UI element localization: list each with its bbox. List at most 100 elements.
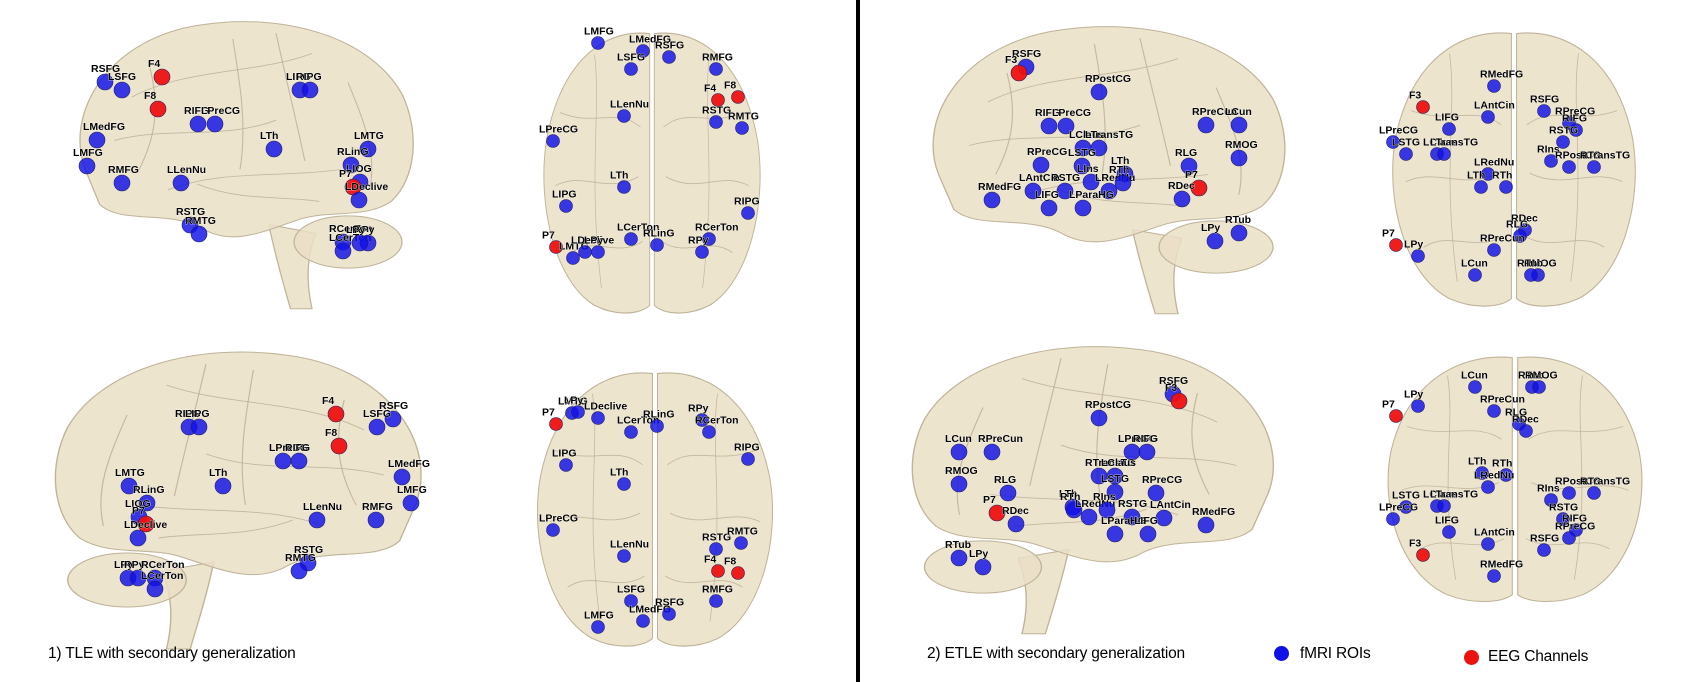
marker-label: RSFG bbox=[379, 400, 408, 412]
eeg-channel-dot-icon bbox=[1389, 409, 1403, 423]
marker-label: LIOG bbox=[125, 498, 151, 510]
sulcus-line bbox=[709, 393, 718, 622]
marker-label: LPy bbox=[584, 235, 603, 247]
marker-label: LLenNu bbox=[610, 99, 649, 111]
marker-label: LSFG bbox=[617, 584, 645, 596]
sulcus-line bbox=[1191, 392, 1210, 495]
marker-label: RSTG bbox=[1118, 498, 1147, 510]
eeg-channel-marker: F8 bbox=[325, 427, 348, 455]
marker-label: RPreCun bbox=[1480, 233, 1525, 245]
marker-label: LSTG bbox=[1392, 137, 1420, 149]
marker-label: RIFG bbox=[1133, 433, 1158, 445]
fmri-roi-dot-icon bbox=[1399, 500, 1413, 514]
fmri-roi-marker: RMedFG bbox=[1192, 506, 1235, 534]
fmri-roi-marker: LPy bbox=[564, 394, 585, 419]
fmri-roi-dot-icon bbox=[1106, 483, 1124, 501]
fmri-roi-marker: RMFG bbox=[702, 583, 733, 608]
fmri-roi-marker: RSFG bbox=[655, 596, 684, 621]
fmri-roi-dot-icon bbox=[1080, 508, 1098, 526]
marker-label: LSTG bbox=[1068, 147, 1096, 159]
fmri-roi-dot-icon bbox=[1147, 484, 1165, 502]
fmri-roi-dot-icon bbox=[1100, 182, 1118, 200]
fmri-roi-dot-icon bbox=[1562, 486, 1576, 500]
fmri-roi-dot-icon bbox=[1230, 149, 1248, 167]
marker-label: RPostCG bbox=[1085, 399, 1131, 411]
marker-label: RTh bbox=[1060, 491, 1080, 503]
fmri-roi-dot-icon bbox=[1437, 499, 1451, 513]
fmri-roi-marker: RIns bbox=[1537, 143, 1560, 168]
fmri-roi-marker: LMFG bbox=[397, 484, 427, 512]
fmri-roi-marker: LCerTon bbox=[141, 570, 184, 598]
fmri-roi-dot-icon bbox=[189, 115, 207, 133]
fmri-roi-marker: RPostCG bbox=[1085, 399, 1131, 427]
fmri-roi-marker: LCun bbox=[945, 433, 972, 461]
fmri-roi-dot-icon bbox=[1123, 508, 1141, 526]
marker-label: RDec bbox=[1511, 213, 1538, 225]
fmri-roi-marker: RPy bbox=[688, 402, 709, 427]
fmri-roi-marker: LLenNu bbox=[610, 98, 649, 123]
fmri-roi-marker: RIns bbox=[1093, 491, 1116, 519]
marker-label: RCerTon bbox=[695, 222, 739, 234]
fmri-roi-dot-icon bbox=[1197, 116, 1215, 134]
marker-label: LMedFG bbox=[629, 34, 671, 46]
fmri-roi-dot-icon bbox=[1487, 404, 1501, 418]
fmri-roi-dot-icon bbox=[214, 477, 232, 495]
sulcus-line bbox=[995, 72, 1014, 175]
marker-label: LPy bbox=[1404, 239, 1423, 251]
fmri-roi-marker: LClaus bbox=[1101, 457, 1136, 485]
marker-label: LMTG bbox=[558, 396, 588, 408]
fmri-roi-dot-icon bbox=[1442, 525, 1456, 539]
fmri-roi-marker: RMTG bbox=[185, 215, 216, 243]
sulcus-line bbox=[347, 82, 373, 190]
marker-label: RPreCG bbox=[1027, 146, 1067, 158]
marker-label: RSFG bbox=[91, 63, 120, 75]
fmri-roi-marker: LTransTG bbox=[1430, 136, 1479, 161]
fmri-roi-dot-icon bbox=[1411, 399, 1425, 413]
panel-divider bbox=[856, 0, 860, 682]
fmri-roi-dot-icon bbox=[334, 242, 352, 260]
marker-label: LMFG bbox=[584, 26, 614, 38]
marker-label: LPy bbox=[564, 395, 583, 407]
marker-label: LAntCin bbox=[1474, 527, 1515, 539]
fmri-roi-marker: LPreCG bbox=[539, 512, 578, 537]
fmri-roi-dot-icon bbox=[983, 443, 1001, 461]
fmri-roi-marker: LPy bbox=[969, 548, 992, 576]
marker-label: RTub bbox=[945, 539, 971, 551]
marker-label: RSTG bbox=[1549, 502, 1578, 514]
fmri-roi-dot-icon bbox=[735, 121, 749, 135]
fmri-roi-marker: LIFG bbox=[1435, 514, 1459, 539]
fmri-roi-marker: RMedFG bbox=[1480, 68, 1523, 93]
marker-label: RLG bbox=[994, 474, 1016, 486]
eeg-channel-marker: P7 bbox=[1382, 398, 1403, 423]
marker-label: RIPG bbox=[734, 196, 760, 208]
sulcus-line bbox=[1025, 174, 1209, 196]
marker-label: LTh bbox=[1111, 155, 1129, 167]
marker-label: RPreCG bbox=[1142, 474, 1182, 486]
marker-label: LIFG bbox=[1435, 515, 1459, 527]
sulcus-line bbox=[173, 363, 207, 497]
marker-label: LParaHG bbox=[1101, 515, 1146, 527]
fmri-roi-dot-icon bbox=[402, 494, 420, 512]
marker-label: LIPG bbox=[286, 71, 311, 83]
fmri-roi-marker: LAntCin bbox=[1019, 172, 1060, 200]
sulcus-line bbox=[1449, 53, 1458, 282]
fmri-roi-marker: RMFG bbox=[362, 501, 393, 529]
eeg-channel-marker: P7 bbox=[1185, 169, 1208, 197]
fmri-roi-dot-icon bbox=[393, 468, 411, 486]
fmri-roi-marker: RTh bbox=[1492, 169, 1513, 194]
marker-label: RMFG bbox=[362, 501, 393, 513]
fmri-roi-marker: LPreCG bbox=[201, 105, 240, 133]
brain-panel-6-markers: RMedFGF3LAntCinLIFGRSFGRPreCGRIFGRSTGLPr… bbox=[1379, 68, 1630, 282]
fmri-roi-marker: RDec bbox=[1002, 505, 1029, 533]
marker-label: LPy bbox=[969, 548, 988, 560]
fmri-roi-dot-icon bbox=[1138, 443, 1156, 461]
fmri-roi-marker: RMOG bbox=[945, 465, 978, 493]
fmri-roi-dot-icon bbox=[1481, 110, 1495, 124]
fmri-roi-dot-icon bbox=[1197, 516, 1215, 534]
fmri-roi-marker: RMOG bbox=[1225, 139, 1258, 167]
eeg-channel-marker: F3 bbox=[1409, 537, 1430, 562]
fmri-roi-dot-icon bbox=[1499, 180, 1513, 194]
marker-label: LPy bbox=[346, 224, 365, 236]
fmri-roi-marker: LSFG bbox=[617, 51, 645, 76]
fmri-roi-dot-icon bbox=[1487, 79, 1501, 93]
